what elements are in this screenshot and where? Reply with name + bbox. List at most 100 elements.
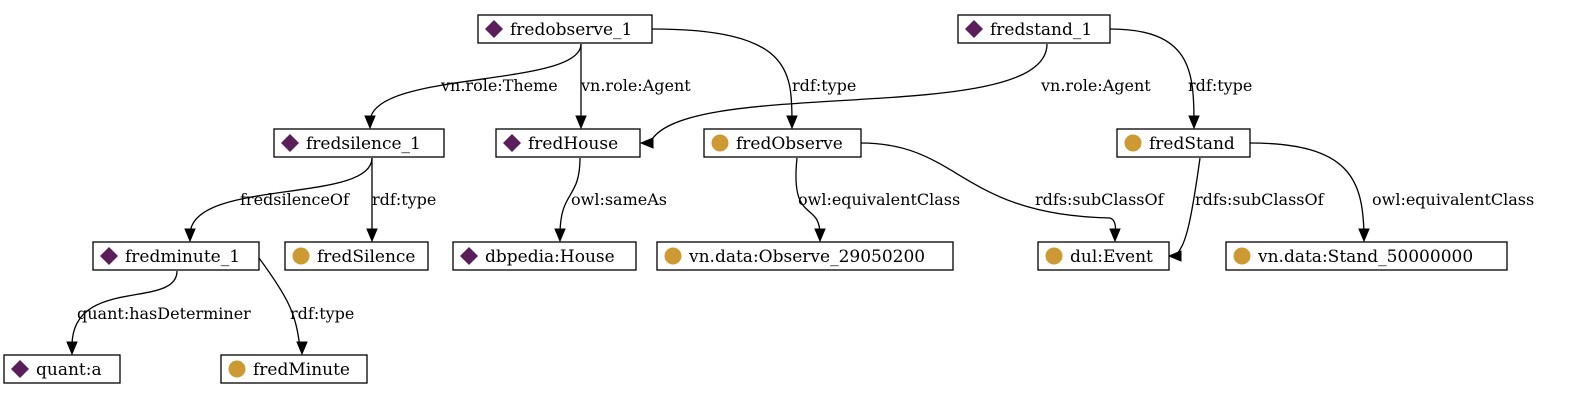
arrowhead xyxy=(366,228,378,243)
edge-line xyxy=(559,157,581,236)
edge-label: owl:sameAs xyxy=(571,190,667,209)
edge-line xyxy=(71,270,178,349)
edge-fredObserve-to-dulEvent: rdfs:subClassOf xyxy=(860,142,1165,243)
node-box xyxy=(656,241,954,271)
arrowhead xyxy=(1358,228,1370,243)
arrowhead xyxy=(1109,228,1121,243)
node-vnStand[interactable]: vn.data:Stand_50000000 xyxy=(1225,241,1508,271)
edge-fredsilence_1-to-fredminute_1: fredsilenceOf xyxy=(184,157,373,243)
node-label: fredHouse xyxy=(528,134,618,154)
node-label: quant:a xyxy=(36,360,102,380)
edge-fredminute_1-to-quantA: quant:hasDeterminer xyxy=(66,270,251,356)
node-quantA[interactable]: quant:a xyxy=(3,354,121,384)
edge-fredObserve-to-vnObserve: owl:equivalentClass xyxy=(795,157,960,243)
edge-label: vn.role:Theme xyxy=(440,76,558,95)
edge-fredHouse-to-dbpediaHouse: owl:sameAs xyxy=(554,157,667,243)
node-label: fredminute_1 xyxy=(125,247,240,267)
individual-diamond-icon xyxy=(100,247,118,265)
individual-diamond-icon xyxy=(965,20,983,38)
edge-line xyxy=(795,157,821,236)
node-label: fredstand_1 xyxy=(990,20,1092,40)
node-label: dul:Event xyxy=(1070,247,1153,267)
edge-fredobserve_1-to-fredsilence_1: vn.role:Theme xyxy=(364,43,582,130)
node-box xyxy=(273,128,445,158)
node-label: vn.data:Observe_29050200 xyxy=(688,247,925,267)
node-box xyxy=(220,354,368,384)
node-fredMinute[interactable]: fredMinute xyxy=(220,354,368,384)
arrowhead xyxy=(639,137,654,149)
node-box xyxy=(957,14,1111,44)
node-dbpediaHouse[interactable]: dbpedia:House xyxy=(452,241,637,271)
arrowhead xyxy=(575,115,587,130)
node-box xyxy=(703,128,862,158)
node-box xyxy=(92,241,260,271)
edge-label: rdf:type xyxy=(290,304,354,323)
edge-fredobserve_1-to-fredHouse: vn.role:Agent xyxy=(575,44,691,130)
individual-diamond-icon xyxy=(485,20,503,38)
node-box xyxy=(452,241,637,271)
edge-line xyxy=(649,43,1048,144)
class-circle-icon xyxy=(292,247,310,265)
node-label: vn.data:Stand_50000000 xyxy=(1257,247,1473,267)
arrowhead xyxy=(1188,115,1200,130)
arrowhead xyxy=(296,341,308,356)
edge-label: rdfs:subClassOf xyxy=(1035,190,1165,209)
arrowhead xyxy=(554,228,566,243)
class-circle-icon xyxy=(664,247,682,265)
edge-label: vn.role:Agent xyxy=(580,76,691,95)
node-box xyxy=(477,14,653,44)
edge-label: rdf:type xyxy=(792,76,856,95)
edge-fredstand_1-to-fredHouse: vn.role:Agent xyxy=(639,43,1151,149)
edge-line xyxy=(189,157,373,236)
node-fredstand_1[interactable]: fredstand_1 xyxy=(957,14,1111,44)
edge-label: vn.role:Agent xyxy=(1040,76,1151,95)
node-label: dbpedia:House xyxy=(485,247,615,267)
node-box xyxy=(1225,241,1508,271)
node-fredHouse[interactable]: fredHouse xyxy=(495,128,641,158)
edge-fredsilence_1-to-fredSilence: rdf:type xyxy=(366,158,436,243)
edge-label: rdf:type xyxy=(1188,76,1252,95)
node-label: fredsilence_1 xyxy=(306,134,421,154)
arrowhead xyxy=(184,228,196,243)
node-fredStand[interactable]: fredStand xyxy=(1116,128,1251,158)
node-fredSilence[interactable]: fredSilence xyxy=(284,241,429,271)
arrowhead xyxy=(66,341,78,356)
individual-diamond-icon xyxy=(460,247,478,265)
arrowhead xyxy=(364,115,376,130)
node-fredobserve_1[interactable]: fredobserve_1 xyxy=(477,14,653,44)
class-circle-icon xyxy=(1233,247,1251,265)
node-label: fredObserve xyxy=(736,134,843,154)
edge-line xyxy=(860,142,1117,236)
node-fredObserve[interactable]: fredObserve xyxy=(703,128,862,158)
edge-label: rdf:type xyxy=(372,190,436,209)
edge-label: quant:hasDeterminer xyxy=(77,304,251,323)
class-circle-icon xyxy=(1045,247,1063,265)
node-label: fredobserve_1 xyxy=(510,20,632,40)
individual-diamond-icon xyxy=(11,360,29,378)
edge-line xyxy=(369,43,582,123)
node-fredminute_1[interactable]: fredminute_1 xyxy=(92,241,260,271)
edge-fredobserve_1-to-fredObserve: rdf:type xyxy=(651,28,856,130)
arrowhead xyxy=(1167,250,1182,262)
node-vnObserve[interactable]: vn.data:Observe_29050200 xyxy=(656,241,954,271)
node-fredsilence_1[interactable]: fredsilence_1 xyxy=(273,128,445,158)
edge-label: fredsilenceOf xyxy=(240,190,350,209)
edge-fredStand-to-dulEvent: rdfs:subClassOf xyxy=(1167,157,1325,262)
node-dulEvent[interactable]: dul:Event xyxy=(1037,241,1170,271)
class-circle-icon xyxy=(228,360,246,378)
edge-fredminute_1-to-fredMinute: rdf:type xyxy=(258,257,354,356)
edge-label: owl:equivalentClass xyxy=(798,190,960,209)
edge-label: owl:equivalentClass xyxy=(1372,190,1534,209)
edge-line xyxy=(1249,142,1365,236)
individual-diamond-icon xyxy=(503,134,521,152)
node-label: fredStand xyxy=(1149,134,1235,154)
arrowhead xyxy=(814,228,826,243)
edge-line xyxy=(258,257,301,349)
edges-layer: vn.role:Theme vn.role:Agent rdf:type vn.rol… xyxy=(66,28,1534,356)
edge-label: rdfs:subClassOf xyxy=(1195,190,1325,209)
arrowhead xyxy=(786,115,798,130)
class-circle-icon xyxy=(1124,134,1142,152)
class-circle-icon xyxy=(711,134,729,152)
